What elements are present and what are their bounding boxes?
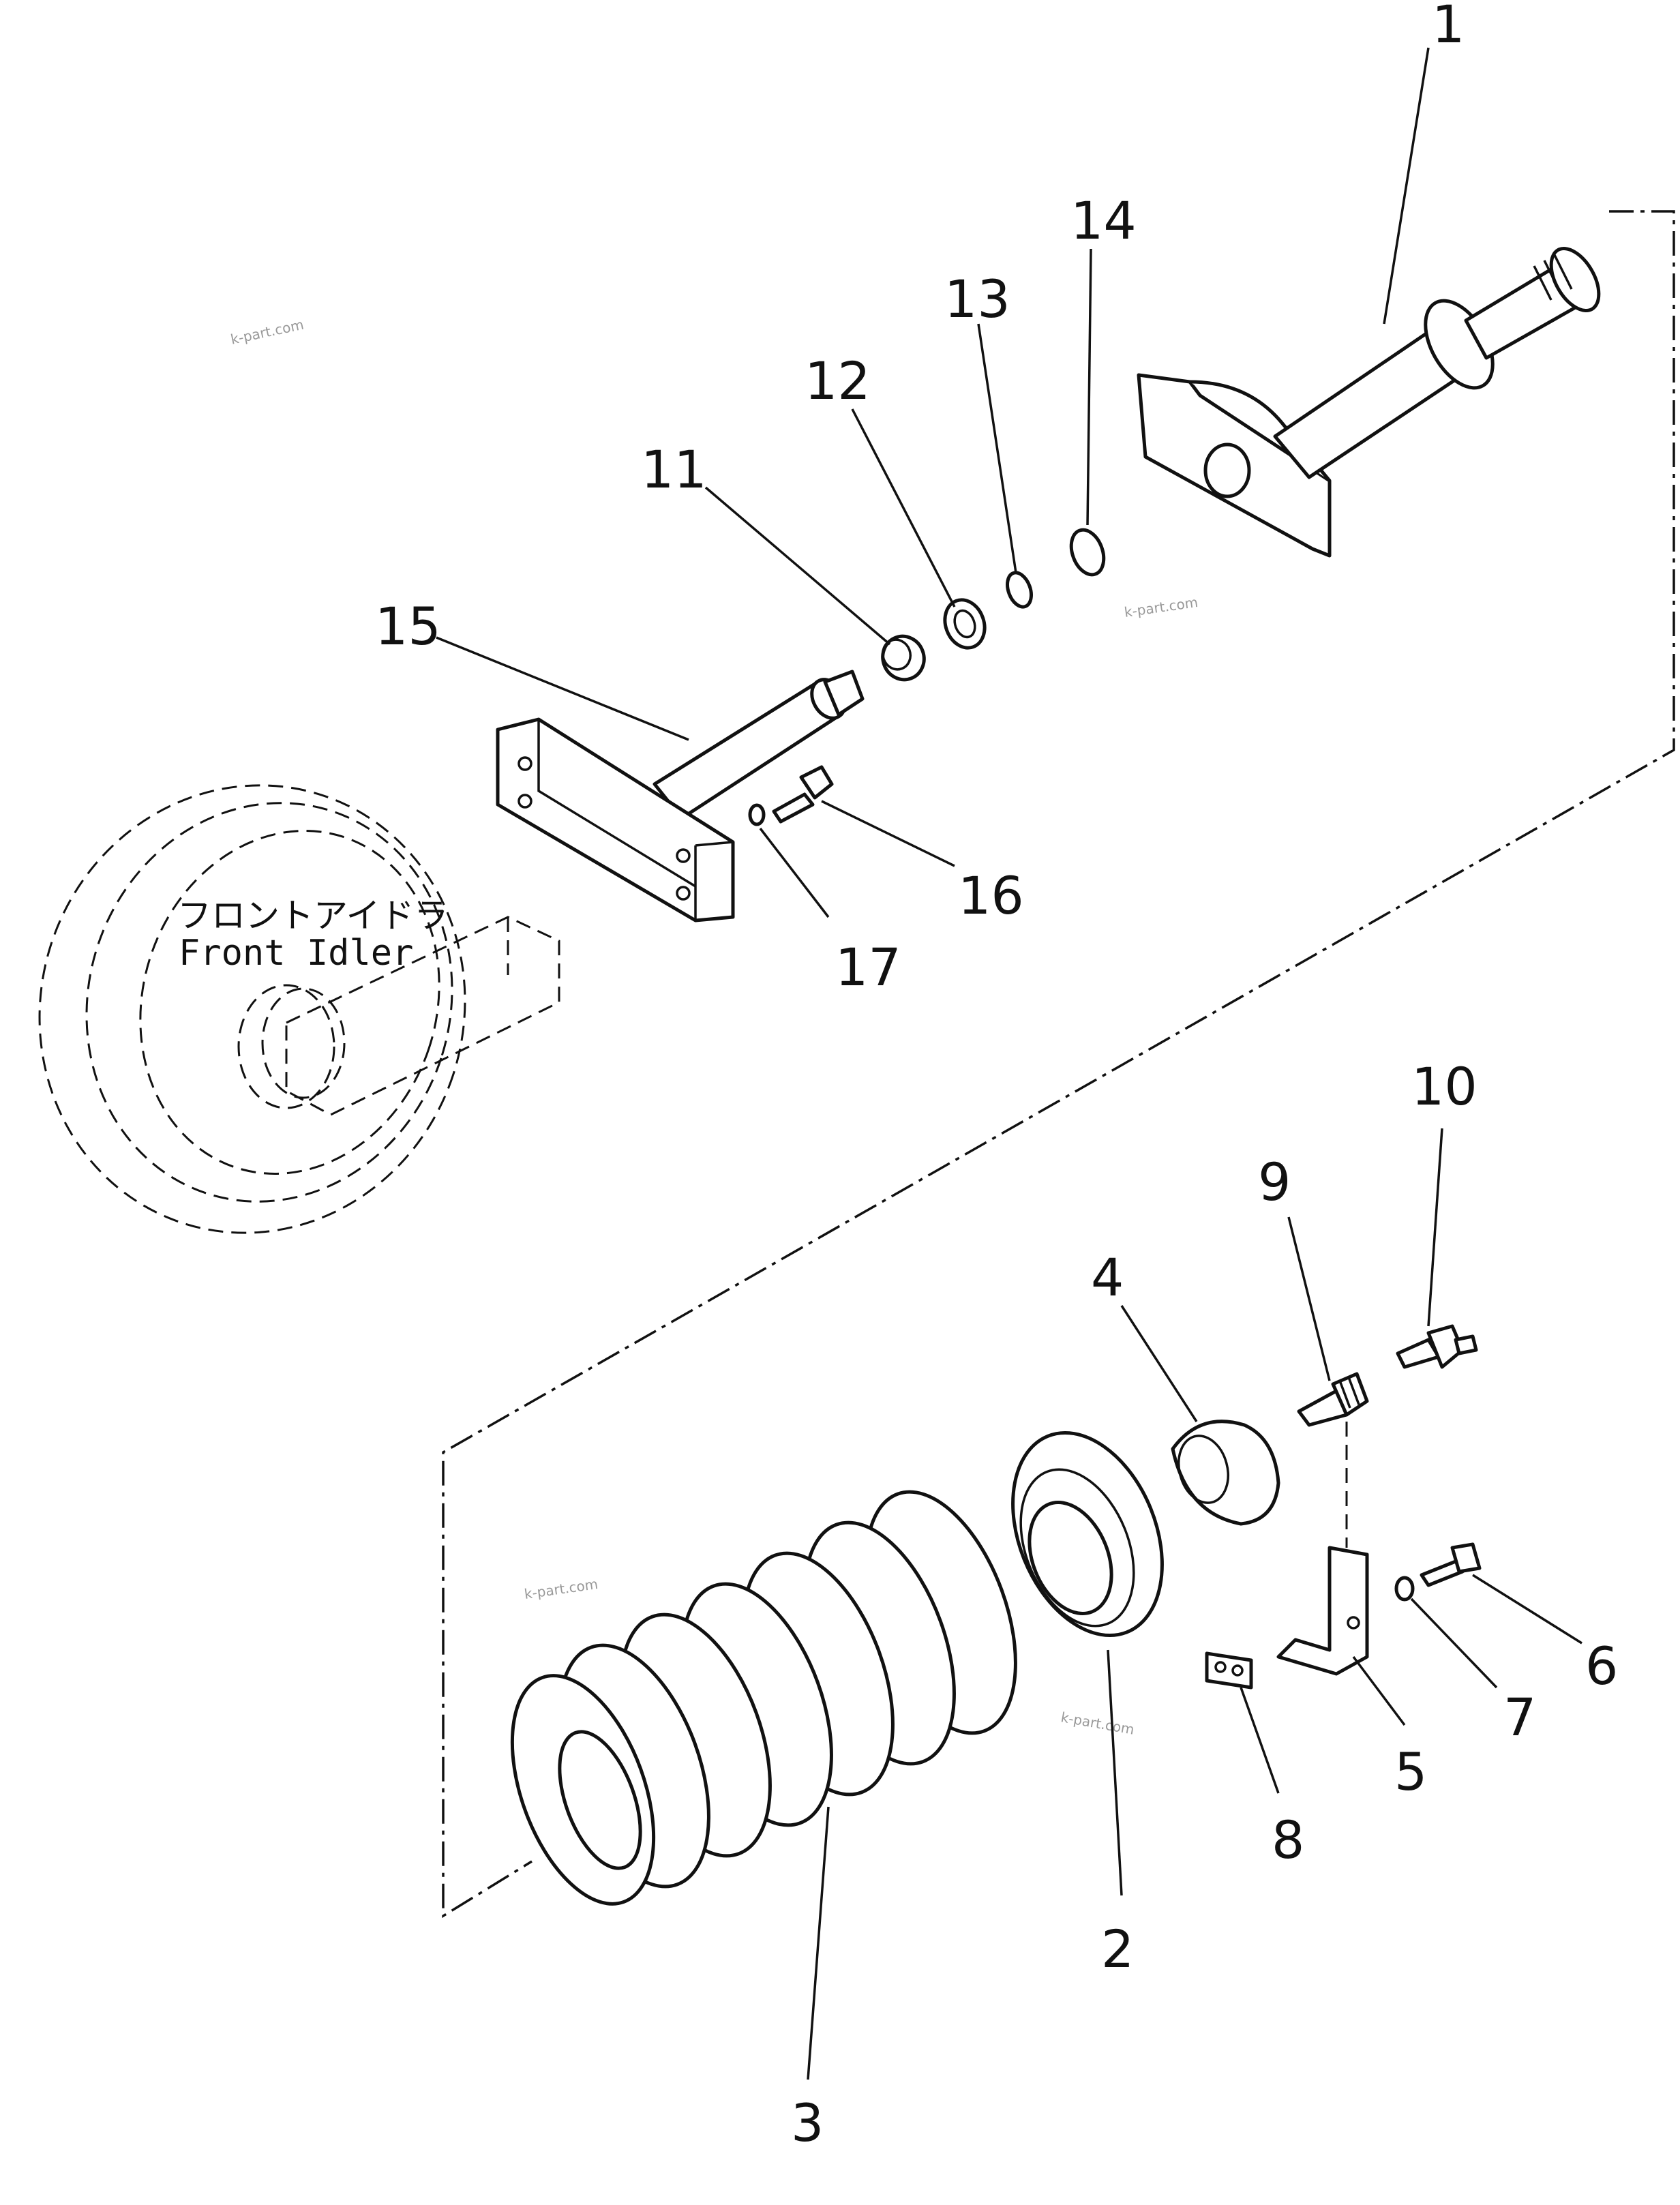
part-6-bolt: [1420, 1542, 1482, 1587]
part-16-bolt: [772, 765, 834, 824]
callout-8: 8: [1272, 1810, 1304, 1870]
part-14-o-ring: [1069, 528, 1106, 577]
callout-12: 12: [805, 350, 871, 411]
callout-16: 16: [958, 865, 1024, 926]
part-7-washer: [1394, 1576, 1415, 1602]
callout-5: 5: [1394, 1741, 1427, 1802]
part-5-bracket: [1276, 1546, 1369, 1676]
assembly-boundary-line: [442, 210, 1675, 1919]
part-13-snap-ring: [1006, 571, 1033, 609]
callout-17: 17: [835, 937, 901, 997]
callout-3: 3: [791, 2092, 824, 2153]
part-17-washer: [748, 803, 766, 826]
callout-4: 4: [1091, 1247, 1124, 1308]
part-8-plate: [1205, 1651, 1253, 1690]
front-idler-label-jp: フロントアイドラ: [177, 896, 449, 935]
callout-6: 6: [1585, 1636, 1618, 1696]
watermark-4: k-part.com: [1060, 1709, 1135, 1738]
callout-13: 13: [944, 269, 1010, 329]
callout-2: 2: [1101, 1919, 1134, 1979]
part-11-bushing: [881, 634, 926, 682]
watermark-3: k-part.com: [523, 1576, 599, 1602]
part-12-seal: [943, 598, 987, 650]
callout-15: 15: [375, 596, 441, 657]
front-idler-label-en: Front Idler: [179, 933, 413, 974]
callout-10: 10: [1411, 1056, 1478, 1117]
callout-14: 14: [1070, 190, 1137, 251]
callout-7: 7: [1503, 1687, 1536, 1747]
part-2-spring-seat: [1011, 1430, 1164, 1638]
front-idler-phantom: [38, 784, 560, 1234]
part-1-yoke-shaft: [1137, 246, 1601, 558]
callout-11: 11: [641, 439, 707, 500]
watermark-1: k-part.com: [229, 316, 305, 348]
part-3-recoil-spring: [510, 1490, 1017, 1906]
part-10-elbow-fitting: [1396, 1324, 1478, 1369]
watermark-2: k-part.com: [1123, 594, 1199, 620]
callout-9: 9: [1258, 1152, 1291, 1212]
part-15-bearing-block: [496, 670, 865, 922]
part-9-grease-fitting: [1297, 1372, 1369, 1427]
leader-lines: [436, 47, 1582, 2080]
part-4-nut: [1171, 1420, 1280, 1526]
callout-1: 1: [1432, 0, 1465, 55]
